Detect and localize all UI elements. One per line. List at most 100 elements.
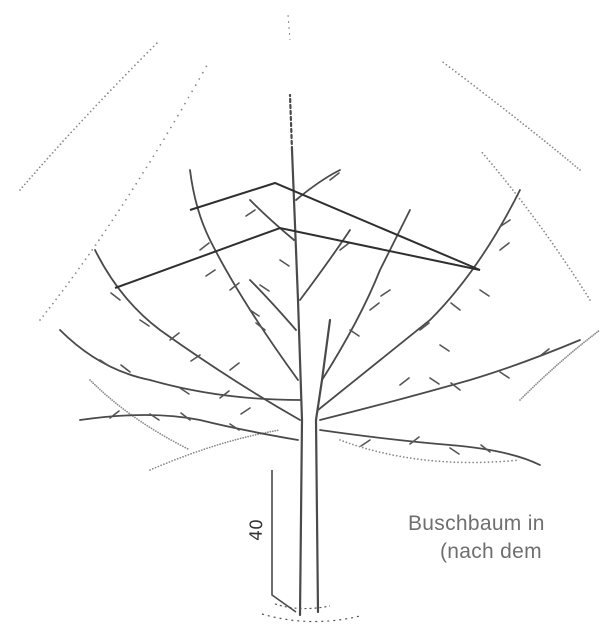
stipple-dot (554, 366, 556, 368)
stipple-dot (349, 443, 351, 445)
stipple-dot (36, 169, 38, 171)
stipple-dot (545, 375, 547, 377)
stipple-dot (486, 158, 488, 160)
stipple-dot (591, 335, 593, 337)
stipple-dot (574, 165, 576, 167)
stipple-dot (578, 345, 580, 347)
stipple-dot (55, 299, 57, 301)
stipple-dot (163, 138, 165, 140)
twig-mark (480, 290, 489, 296)
stipple-dot (62, 140, 64, 142)
stipple-dot (507, 183, 509, 185)
stipple-dot (543, 231, 545, 233)
stipple-dot (232, 440, 234, 442)
stipple-dot (389, 454, 391, 456)
stipple-dot (542, 378, 544, 380)
stipple-dot (214, 445, 216, 447)
stipple-dot (534, 219, 536, 221)
stipple-dot (482, 92, 484, 94)
stipple-dot (509, 112, 511, 114)
stipple-dot (128, 71, 130, 73)
stipple-dot (569, 161, 571, 163)
stipple-dot (224, 442, 226, 444)
stipple-dot (375, 450, 377, 452)
stipple-dot (222, 443, 224, 445)
stipple-dot (108, 225, 110, 227)
stipple-dot (122, 77, 124, 79)
stipple-dot (598, 330, 600, 332)
stipple-dot (75, 272, 77, 274)
stipple-dot (514, 117, 516, 119)
stipple-dot (217, 444, 219, 446)
trunk-mark: 40 (246, 519, 267, 541)
stipple-dot (269, 431, 271, 433)
stipple-dot (65, 286, 67, 288)
stipple-dot (88, 254, 90, 256)
stipple-dot (522, 123, 524, 125)
stipple-dot (500, 175, 502, 177)
stipple-dot (537, 222, 539, 224)
twig-mark (500, 243, 509, 250)
stipple-dot (545, 234, 547, 236)
stipple-dot (170, 127, 172, 129)
stipple-dot (435, 460, 437, 462)
stipple-dot (180, 444, 182, 446)
stipple-dot (169, 461, 171, 463)
stipple-dot (539, 136, 541, 138)
stipple-dot (521, 201, 523, 203)
stipple-dot (95, 244, 97, 246)
stipple-dot (548, 237, 550, 239)
stipple-dot (503, 178, 505, 180)
stipple-dot (564, 157, 566, 159)
stipple-dot (484, 461, 486, 463)
stipple-dot (552, 147, 554, 149)
stipple-dot (174, 459, 176, 461)
stipple-dot (118, 209, 120, 211)
stipple-dot (153, 46, 155, 48)
stipple-dot (72, 277, 74, 279)
twig-mark (206, 270, 215, 276)
stipple-dot (274, 430, 276, 432)
stipple-dot (24, 184, 26, 186)
stipple-dot (201, 449, 203, 451)
stipple-dot (193, 452, 195, 454)
stipple-dot (46, 311, 48, 313)
stipple-dot (211, 446, 213, 448)
stipple-dot (569, 353, 571, 355)
stipple-dot (482, 152, 484, 154)
stipple-dot (527, 391, 529, 393)
stipple-dot (500, 106, 502, 108)
stipple-dot (465, 462, 467, 464)
stipple-dot (403, 456, 405, 458)
stipple-dot (558, 363, 560, 365)
stipple-dot (579, 283, 581, 285)
stipple-dot (132, 188, 134, 190)
stipple-dot (140, 421, 142, 423)
stipple-dot (457, 461, 459, 463)
stipple-dot (520, 121, 522, 123)
stipple-dot (91, 249, 93, 251)
twig-mark (170, 333, 179, 340)
stipple-dot (379, 451, 381, 453)
stipple-dot (106, 395, 108, 397)
stipple-dot (579, 169, 581, 171)
stipple-dot (530, 213, 532, 215)
stipple-dot (564, 357, 566, 359)
stipple-dot (450, 461, 452, 463)
stipple-dot (162, 434, 164, 436)
stipple-dot (525, 125, 527, 127)
stipple-dot (196, 451, 198, 453)
stipple-dot (149, 161, 151, 163)
stipple-dot (182, 456, 184, 458)
stipple-dot (526, 207, 528, 209)
stipple-dot (65, 137, 67, 139)
stipple-dot (125, 199, 127, 201)
stipple-dot (541, 228, 543, 230)
stipple-dot (503, 108, 505, 110)
stipple-dot (164, 435, 166, 437)
stipple-dot (101, 234, 103, 236)
stipple-dot (572, 351, 574, 353)
stipple-dot (187, 448, 189, 450)
stipple-dot (139, 178, 141, 180)
stipple-dot (582, 343, 584, 345)
